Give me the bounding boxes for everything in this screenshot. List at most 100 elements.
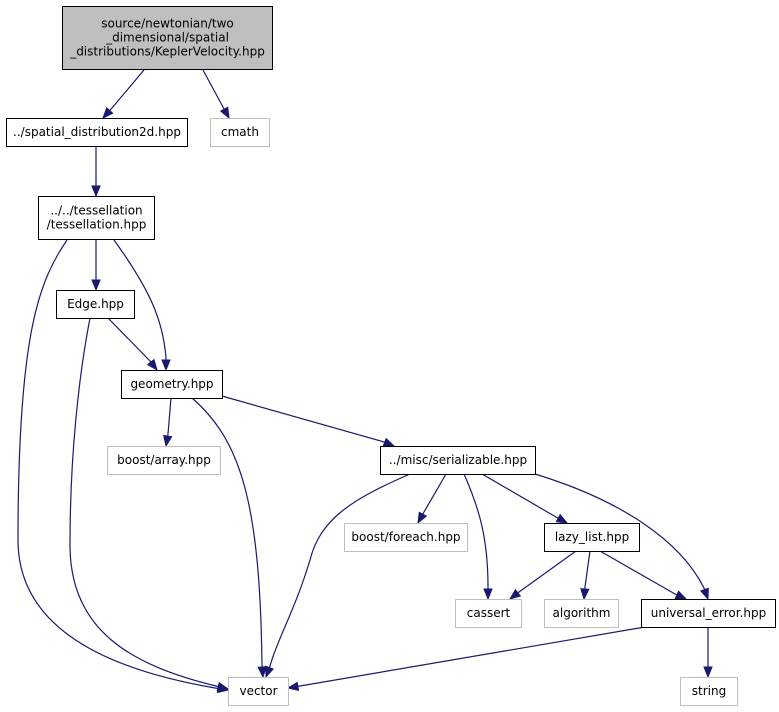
node-boost-foreach: boost/foreach.hpp: [344, 523, 468, 552]
edge-serializable-to-cassert: [463, 473, 493, 601]
edge-spatial2d-to-tessellation: [91, 147, 101, 198]
node-box: [544, 523, 640, 552]
node-label: vector: [239, 684, 277, 698]
node-label: algorithm: [553, 606, 611, 620]
edge-edge-to-vector: [69, 317, 230, 692]
edge-line: [69, 317, 227, 690]
edge-kepler-to-spatial2d: [102, 69, 145, 120]
node-geometry[interactable]: geometry.hpp: [121, 370, 223, 399]
node-label: cmath: [221, 125, 259, 139]
node-box: [228, 677, 289, 706]
edge-arrowhead: [161, 359, 171, 372]
edge-arrowhead: [382, 437, 396, 447]
node-box: [344, 523, 468, 552]
node-algorithm: algorithm: [544, 599, 619, 628]
node-box: [6, 118, 188, 147]
node-spatial2d[interactable]: ../spatial_distribution2d.hpp: [6, 118, 188, 147]
node-box: [38, 196, 155, 240]
edge-line: [289, 626, 646, 689]
edge-lazy_list-to-cassert: [508, 550, 577, 600]
node-boost-array: boost/array.hpp: [107, 446, 221, 475]
edge-line: [113, 239, 167, 368]
node-universal-error[interactable]: universal_error.hpp: [641, 599, 776, 628]
node-tessellation[interactable]: ../../tessellation/tessellation.hpp: [38, 196, 155, 240]
edge-arrowhead: [216, 681, 230, 692]
node-kepler[interactable]: source/newtonian/two_dimensional/spatial…: [62, 6, 273, 70]
edge-universal_error-to-string: [703, 627, 713, 679]
edge-arrowhead: [265, 665, 275, 679]
node-label: ../../tessellation: [50, 204, 142, 218]
edge-arrowhead: [146, 358, 158, 372]
node-label: geometry.hpp: [130, 377, 213, 391]
edge-arrowhead: [417, 511, 428, 525]
edge-serializable-to-lazy_list: [481, 473, 569, 524]
edge-arrowhead: [257, 666, 267, 679]
nodes-layer: source/newtonian/two_dimensional/spatial…: [6, 6, 776, 706]
edge-universal_error-to-vector: [286, 626, 646, 691]
edge-geometry-to-boost_array: [163, 397, 173, 448]
edge-line: [599, 550, 685, 599]
node-vector: vector: [228, 677, 289, 706]
node-label: ../spatial_distribution2d.hpp: [13, 125, 181, 139]
edge-line: [107, 317, 157, 369]
edge-lazy_list-to-algorithm: [580, 550, 591, 601]
edge-arrowhead: [91, 185, 101, 198]
node-serializable[interactable]: ../misc/serializable.hpp: [380, 446, 536, 475]
edge-arrowhead: [674, 590, 688, 600]
edges-layer: [17, 69, 713, 694]
edge-geometry-to-serializable: [221, 395, 396, 447]
edge-arrowhead: [163, 434, 173, 448]
edge-lazy_list-to-universal_error: [599, 550, 688, 600]
edge-line: [103, 69, 145, 117]
edge-arrowhead: [580, 588, 590, 601]
edge-arrowhead: [508, 588, 522, 600]
edge-line: [534, 473, 708, 598]
edge-line: [17, 239, 227, 691]
node-label: string: [692, 684, 726, 698]
node-label: _distributions/KeplerVelocity.hpp: [69, 45, 265, 59]
edge-serializable-to-boost_foreach: [417, 473, 447, 525]
node-label: source/newtonian/two: [101, 17, 234, 31]
edge-geometry-to-vector: [191, 397, 267, 679]
node-box: [56, 290, 135, 319]
node-box: [210, 118, 270, 147]
node-label: Edge.hpp: [67, 297, 124, 311]
edge-arrowhead: [483, 588, 493, 601]
node-string: string: [680, 677, 738, 706]
edge-line: [191, 397, 264, 676]
node-box: [380, 446, 536, 475]
edge-line: [481, 473, 566, 523]
node-label: ../misc/serializable.hpp: [389, 453, 527, 467]
node-label: lazy_list.hpp: [555, 530, 629, 544]
edge-line: [266, 473, 411, 676]
edge-arrowhead: [219, 106, 230, 120]
node-cmath: cmath: [210, 118, 270, 147]
node-lazy-list[interactable]: lazy_list.hpp: [544, 523, 640, 552]
edge-serializable-to-universal_error: [534, 473, 709, 601]
edge-line: [463, 473, 489, 597]
node-box: [455, 599, 522, 628]
edge-line: [511, 550, 577, 599]
node-label: boost/foreach.hpp: [351, 530, 460, 544]
node-label: boost/array.hpp: [117, 453, 211, 467]
node-cassert: cassert: [455, 599, 522, 628]
edge-arrowhead: [286, 681, 300, 691]
edge-arrowhead: [91, 279, 101, 292]
node-edge[interactable]: Edge.hpp: [56, 290, 135, 319]
edge-kepler-to-cmath: [202, 69, 230, 120]
edge-arrowhead: [555, 513, 569, 524]
node-box: [641, 599, 776, 628]
edge-edge-to-geometry: [107, 317, 158, 372]
node-label: cassert: [467, 606, 511, 620]
node-box: [544, 599, 619, 628]
edge-serializable-to-vector: [265, 473, 411, 679]
edge-tessellation-to-edge: [91, 240, 101, 292]
edge-arrowhead: [102, 107, 114, 120]
edge-tessellation-to-geometry: [113, 239, 171, 372]
edge-arrowhead: [703, 666, 713, 679]
node-label: universal_error.hpp: [651, 606, 767, 620]
node-label: _dimensional/spatial: [105, 31, 229, 45]
edge-line: [221, 395, 393, 446]
node-box: [121, 370, 223, 399]
